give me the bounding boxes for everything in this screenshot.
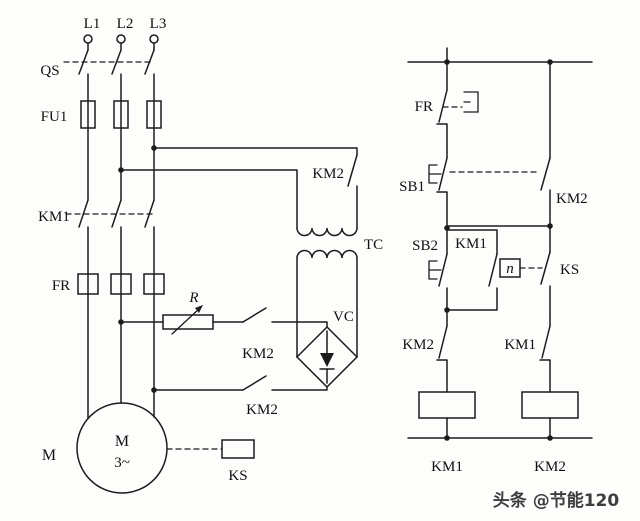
motor: M M 3~ (42, 402, 168, 494)
label-r: R (188, 290, 198, 306)
sb2-start-button: SB2 (412, 225, 448, 313)
label-km1-main: KM1 (38, 209, 70, 225)
km1-interlock-contact: KM1 (504, 317, 551, 393)
heater-icon (110, 273, 132, 295)
phase-terminals: L1 L2 L3 (83, 16, 167, 44)
sb1-stop-button: SB1 (399, 151, 541, 227)
heater-icon (143, 273, 165, 295)
label-motor-phase: 3~ (114, 455, 130, 471)
label-km1-aux: KM1 (455, 236, 487, 252)
ks-box-icon (221, 439, 255, 459)
terminal-l1-icon (83, 34, 93, 44)
pushbutton-actuator-icon (428, 164, 438, 184)
km2-aux-contact: KM2 (540, 61, 588, 227)
km1-aux-contact: KM1 (446, 229, 498, 311)
pushbutton-actuator-icon (428, 260, 438, 280)
label-n: n (506, 261, 514, 277)
fuse-icon (80, 100, 96, 129)
label-sb1: SB1 (399, 179, 425, 195)
label-km1-interlock: KM1 (504, 337, 536, 353)
junction-dot (444, 435, 450, 441)
terminal-l3-icon (149, 34, 159, 44)
ks-speed-switch: KS (166, 439, 255, 484)
phase-wires (87, 42, 155, 419)
resistor-icon (162, 314, 214, 330)
km1-main-contacts: KM1 (38, 199, 155, 228)
junction-dot (547, 435, 553, 441)
arrow-icon (195, 305, 203, 313)
label-tc: TC (364, 237, 383, 253)
label-fu1: FU1 (41, 109, 68, 125)
label-km2-coil: KM2 (534, 459, 566, 475)
fuse-icon (146, 100, 162, 129)
label-km2-lower: KM2 (246, 402, 278, 418)
primary-coil-icon (296, 227, 358, 237)
fr-heater-elements: FR (52, 273, 165, 295)
label-km2-aux: KM2 (556, 191, 588, 207)
label-ks-main: KS (228, 468, 247, 484)
coil-icon (521, 391, 579, 419)
fr-control-contact: FR (415, 61, 479, 153)
fuse-icon (113, 100, 129, 129)
label-l2: L2 (117, 16, 134, 32)
label-fr-control: FR (415, 99, 433, 115)
label-l3: L3 (150, 16, 167, 32)
thermal-relay-icon (463, 91, 479, 113)
label-motor-m: M (115, 433, 129, 450)
km1-coil: KM1 (418, 391, 476, 475)
km2-tc-contact: KM2 (153, 147, 358, 229)
terminal-l2-icon (116, 34, 126, 44)
label-sb2: SB2 (412, 238, 438, 254)
label-km2-tc: KM2 (312, 166, 344, 182)
vc-rectifier: VC (295, 309, 359, 389)
km2-braking-contact-upper: KM2 (212, 307, 328, 362)
heater-icon (77, 273, 99, 295)
label-motor-side: M (42, 447, 56, 464)
label-km2-upper: KM2 (242, 346, 274, 362)
label-km2-interlock: KM2 (402, 337, 434, 353)
coil-icon (418, 391, 476, 419)
km2-interlock-contact: KM2 (402, 311, 448, 393)
power-circuit: L1 L2 L3 QS FU1 KM1 (38, 16, 383, 494)
braking-resistor: R (120, 290, 214, 335)
fu1-fuses: FU1 (41, 100, 162, 129)
label-km1-coil: KM1 (431, 459, 463, 475)
secondary-coil-icon (296, 249, 358, 259)
label-vc: VC (333, 309, 354, 325)
junction-dot (444, 59, 450, 65)
label-ks-control: KS (560, 262, 579, 278)
junction-dot (444, 225, 450, 231)
km2-coil: KM2 (521, 391, 579, 475)
junction-dot (547, 223, 553, 229)
km2-braking-contact-lower: KM2 (153, 375, 328, 418)
junction-dot (444, 307, 450, 313)
diode-icon (320, 353, 334, 367)
motor-circle-icon (76, 402, 168, 494)
label-l1: L1 (84, 16, 101, 32)
label-qs: QS (40, 63, 59, 79)
ks-control-contact: n KS (499, 225, 579, 319)
junction-dot (547, 59, 553, 65)
watermark-text: 头条 @节能120 (493, 490, 620, 511)
tc-transformer: TC (120, 169, 383, 358)
label-fr-main: FR (52, 278, 70, 294)
control-circuit: FR SB1 KM2 SB2 (399, 47, 593, 475)
qs-switch: QS (40, 49, 155, 79)
